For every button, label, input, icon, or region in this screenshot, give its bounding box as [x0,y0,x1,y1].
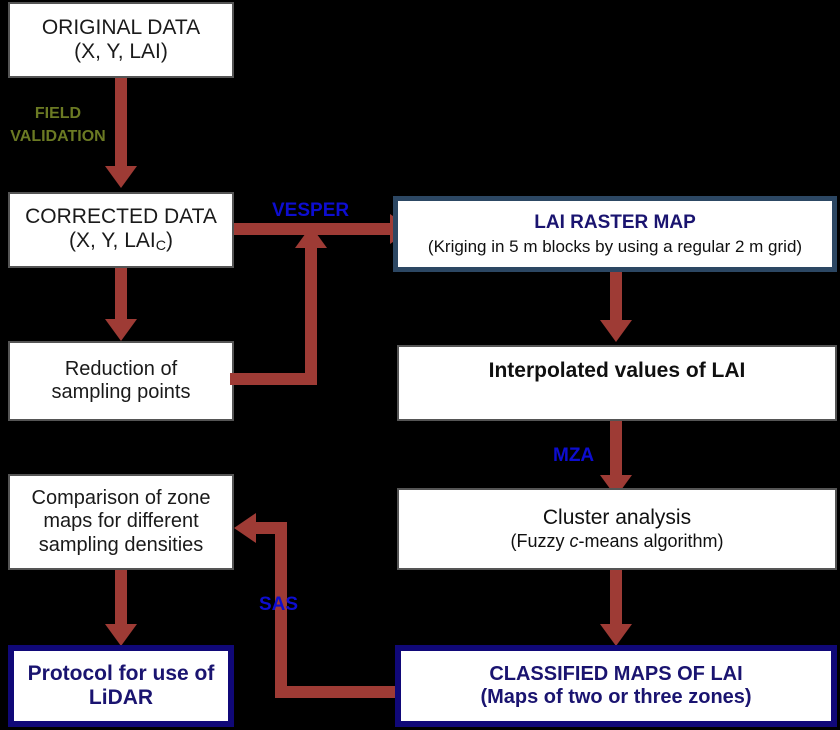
node-cluster-analysis[interactable]: Cluster analysis (Fuzzy c-means algorith… [397,488,837,570]
arrow-classified-to-comparison-top-leg [256,522,287,534]
arrow-raster-to-interpolated-head [600,320,632,342]
arrow-cluster-to-classified-head [600,624,632,646]
arrow-classified-to-comparison-riser [275,522,287,692]
arrow-corrected-to-reduction-head [105,319,137,341]
arrow-classified-to-comparison-head [234,513,256,543]
edge-label-vesper: VESPER [272,200,350,221]
edge-label-field-validation-line1: FIELD [34,105,82,122]
node-protocol-line1: Protocol for use of [27,661,215,685]
node-protocol-line2: LiDAR [88,686,154,709]
arrow-original-to-corrected-shaft [115,78,127,170]
node-cluster-line1: Cluster analysis [542,506,692,530]
node-corrected-data-line1: CORRECTED DATA [25,204,217,228]
arrow-corrected-to-reduction-shaft [115,268,127,323]
node-interpolated-values[interactable]: Interpolated values of LAI [397,345,837,421]
edge-label-mza: MZA [553,445,595,466]
node-original-data-line2: (X, Y, LAI) [74,40,168,63]
node-reduction-line1: Reduction of [64,357,178,380]
node-reduction-line2: sampling points [51,381,191,403]
node-original-data[interactable]: ORIGINAL DATA (X, Y, LAI) [8,2,234,78]
arrow-reduction-to-raster-riser [305,244,317,379]
cluster-line2-suffix: -means algorithm) [578,530,724,551]
node-lai-raster-line1: LAI RASTER MAP [534,211,696,233]
node-classified-line1: CLASSIFIED MAPS OF LAI [489,662,743,685]
edge-label-field-validation-line2: VALIDATION [10,128,106,146]
node-original-data-line1: ORIGINAL DATA [41,15,201,39]
arrow-raster-to-interpolated-shaft [610,272,622,324]
node-protocol-lidar[interactable]: Protocol for use of LiDAR [8,645,234,727]
arrow-comparison-to-protocol-shaft [115,570,127,628]
node-comparison-line3: sampling densities [38,533,204,556]
node-comparison-line2: maps for different [43,510,199,533]
corrected-data-prefix: (X, Y, LAI [68,229,156,253]
cluster-line2-italic: c [569,530,579,551]
edge-label-sas: SAS [259,594,299,615]
arrow-original-to-corrected-head [105,166,137,188]
node-classified-maps[interactable]: CLASSIFIED MAPS OF LAI (Maps of two or t… [395,645,837,727]
node-cluster-line2: (Fuzzy c-means algorithm) [510,531,723,552]
edge-label-field-validation: FIELD VALIDATION [8,102,108,148]
cluster-line2-prefix: (Fuzzy [510,530,570,551]
arrow-comparison-to-protocol-head [105,624,137,646]
node-corrected-data[interactable]: CORRECTED DATA (X, Y, LAIC) [8,192,234,268]
node-lai-raster-line2: (Kriging in 5 m blocks by using a regula… [427,236,803,256]
corrected-data-suffix: ) [166,229,174,253]
node-comparison-zone-maps[interactable]: Comparison of zone maps for different sa… [8,474,234,570]
arrow-interpolated-to-cluster-shaft [610,421,622,479]
corrected-data-subscript: C [155,238,167,255]
node-reduction-sampling-points[interactable]: Reduction of sampling points [8,341,234,421]
arrow-classified-to-comparison-bottom-leg [275,686,395,698]
arrow-cluster-to-classified-shaft [610,570,622,628]
node-interpolated-line1: Interpolated values of LAI [488,359,746,382]
node-classified-line2: (Maps of two or three zones) [480,686,752,708]
node-comparison-line1: Comparison of zone [31,487,211,510]
arrow-reduction-to-raster-leg [230,373,317,385]
arrow-reduction-to-raster-head [295,226,327,248]
node-lai-raster-map[interactable]: LAI RASTER MAP (Kriging in 5 m blocks by… [393,196,837,272]
node-corrected-data-line2: (X, Y, LAIC) [69,229,173,255]
